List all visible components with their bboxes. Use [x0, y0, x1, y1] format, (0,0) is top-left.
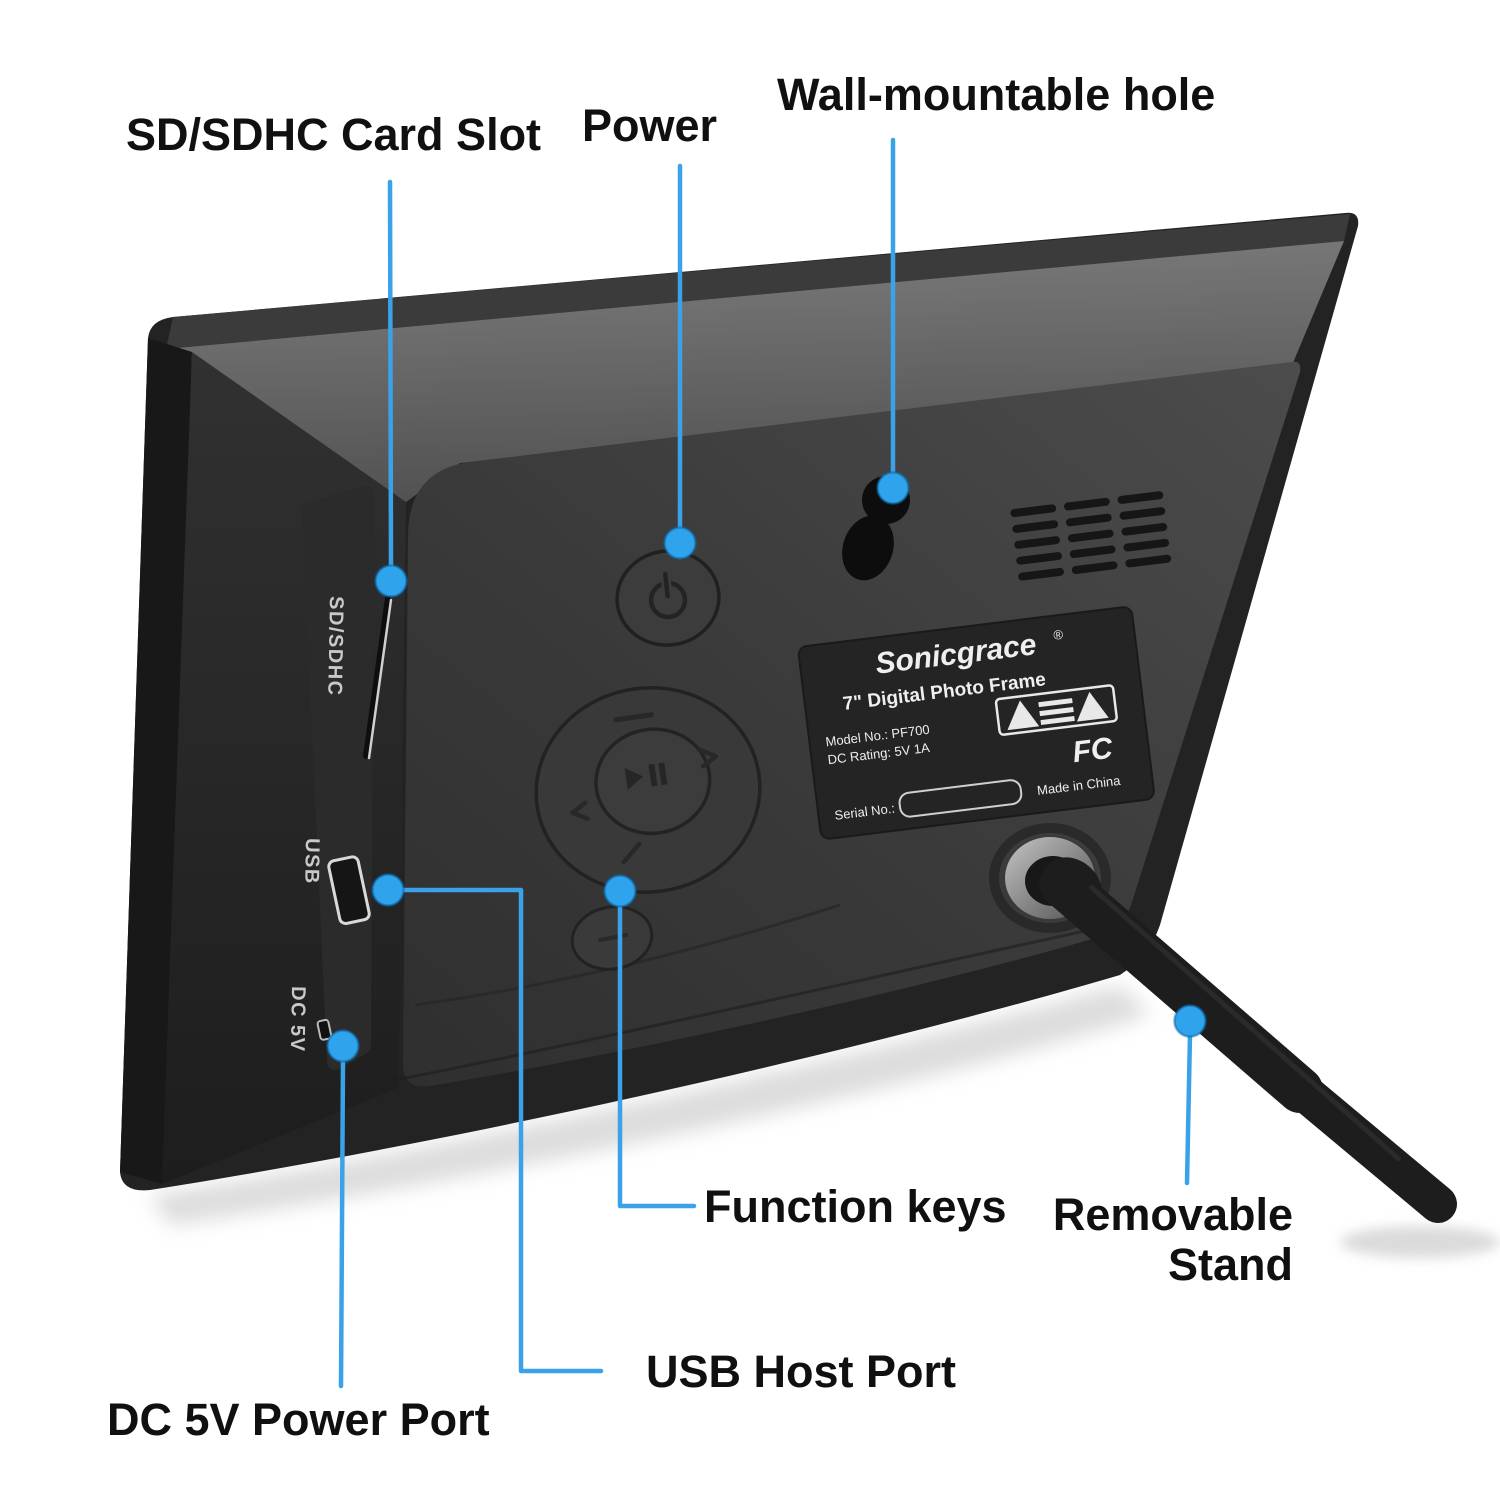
usb-port	[327, 855, 371, 926]
sd-card-slot-highlight	[367, 598, 393, 760]
warning-emblem	[994, 684, 1118, 736]
callout-dot-dc	[326, 1029, 360, 1063]
sd-card-slot	[363, 595, 391, 759]
menu-mark-icon	[613, 712, 655, 723]
dc-port	[316, 1018, 333, 1041]
callout-line-dc	[338, 1056, 346, 1389]
play-pause-icon	[624, 762, 668, 790]
label-function-keys: Function keys	[704, 1181, 1007, 1232]
device-shadow	[150, 985, 1150, 1225]
menu-button	[570, 905, 654, 971]
callout-dot-sd	[374, 564, 408, 598]
serial-text: Serial No.:	[834, 801, 896, 823]
serial-box	[898, 779, 1023, 818]
brand-mark: ®	[1053, 627, 1065, 643]
label-dc-power-port: DC 5V Power Port	[107, 1394, 490, 1445]
callout-line-usb	[399, 887, 604, 1374]
side-label-sd: SD/SDHC	[323, 596, 347, 697]
label-removable-stand: Removable Stand	[1053, 1190, 1293, 1290]
label-usb-host-port: USB Host Port	[646, 1346, 957, 1397]
callout-line-stand	[1184, 1031, 1193, 1186]
label-wall-mountable-hole: Wall-mountable hole	[777, 69, 1216, 120]
callout-line-sd	[387, 179, 394, 569]
label-removable-line1: Removable	[1052, 1189, 1293, 1240]
side-label-usb: USB	[300, 838, 323, 885]
frame-molding-line	[394, 928, 1091, 1082]
callout-dots	[326, 471, 1207, 1063]
power-icon	[648, 571, 688, 620]
function-ring	[534, 686, 762, 894]
frame-top-edge	[166, 214, 1350, 349]
hinge-recess	[989, 823, 1111, 933]
callout-dot-power	[663, 526, 697, 560]
callout-dot-wall	[876, 471, 910, 505]
stand-shadow	[1340, 1226, 1500, 1258]
side-label-dc: DC 5V	[286, 986, 309, 1053]
callout-dot-usb	[371, 873, 405, 907]
frame-top-face	[166, 241, 1344, 502]
power-button	[615, 549, 721, 647]
label-removable-line2: Stand	[1167, 1239, 1293, 1290]
callout-dot-function	[603, 874, 637, 908]
label-power: Power	[582, 100, 718, 151]
label-sd-card-slot: SD/SDHC Card Slot	[126, 109, 542, 160]
down-arrow-icon	[621, 841, 642, 865]
speaker-grille	[1010, 491, 1172, 581]
callout-lines	[338, 137, 1193, 1389]
left-arrow-icon	[570, 800, 590, 821]
label-plate: Sonicgrace ® 7" Digital Photo Frame Mode…	[797, 606, 1155, 840]
right-arrow-icon	[698, 747, 719, 769]
frame-left-bezel	[120, 338, 192, 1184]
stand	[1039, 857, 1457, 1223]
callout-line-function	[617, 901, 697, 1209]
fcc-logo: FC	[1071, 731, 1116, 769]
callout-dot-stand	[1173, 1004, 1207, 1038]
